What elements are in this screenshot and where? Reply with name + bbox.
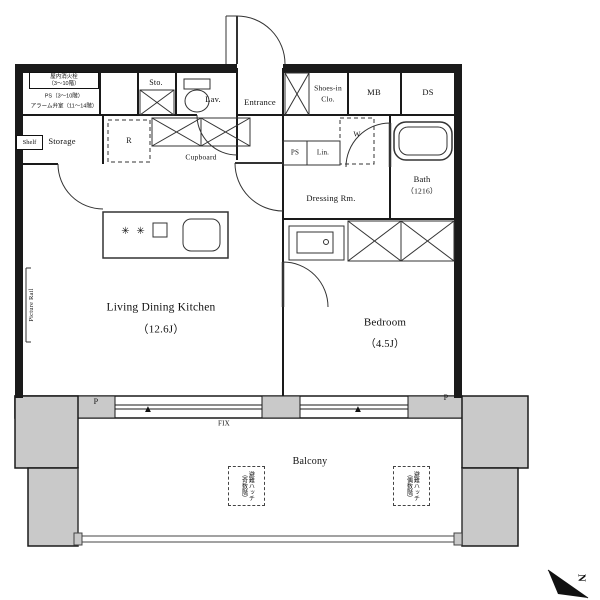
refrigerator-label: R — [126, 136, 132, 145]
kitchen-sink — [182, 218, 221, 252]
outer-walls — [15, 64, 462, 398]
bedroom-size-label: （4.5J） — [365, 338, 405, 350]
bath-door — [345, 122, 392, 168]
shoes-closet-label-line2: Clo. — [321, 94, 335, 104]
bathtub-icon — [393, 121, 453, 161]
fire-hydrant-label-line1: 屋内消火栓 — [50, 74, 78, 81]
shelf-label: Shelf — [22, 138, 37, 146]
entrance-label: Entrance — [244, 96, 276, 107]
balcony-structure — [14, 395, 529, 547]
bedroom-door — [281, 261, 329, 308]
vanity-counter — [288, 225, 345, 261]
dressing-room-label: Dressing Rm. — [306, 192, 356, 203]
escape-hatch-even-label: 避難ハッチ（偶数階） — [405, 471, 419, 501]
compass-north-label: N — [575, 573, 588, 583]
stove-burner-icon: ✳ ✳ — [121, 226, 147, 237]
kitchen-counter — [102, 211, 229, 259]
pillar-right-label: P — [443, 393, 449, 402]
refrigerator-space — [107, 119, 151, 163]
cupboard-label: Cupboard — [185, 152, 217, 162]
bedroom-label: Bedroom — [363, 316, 407, 329]
shelf-box: Shelf — [16, 135, 43, 150]
duct-space-label: DS — [422, 86, 434, 97]
storage-door — [57, 163, 104, 210]
fixtures — [25, 15, 455, 343]
pipe-space-label: PS — [290, 148, 300, 157]
shoes-closet — [284, 72, 310, 116]
linen-label: Lin. — [316, 148, 330, 157]
washer-space — [339, 117, 375, 165]
fire-hydrant-box: 屋内消火栓 （3〜10階） — [29, 72, 99, 89]
meter-box-label: MB — [367, 86, 381, 97]
bath-label: Bath — [413, 173, 431, 184]
pillar-left-label: P — [93, 397, 99, 406]
hall-door — [234, 162, 284, 212]
balcony-outline — [73, 468, 463, 546]
bath-size-label: （1216） — [406, 186, 438, 196]
interior-walls — [22, 68, 455, 396]
washer-label: W — [353, 129, 361, 139]
picture-rail-line — [25, 267, 31, 343]
doors — [57, 15, 392, 308]
escape-hatch-even: 避難ハッチ（偶数階） — [393, 466, 430, 506]
ldk-size-label: （12.6J） — [137, 323, 185, 336]
lavatory-door — [196, 114, 238, 156]
storage-top-label: Sto. — [149, 78, 163, 87]
storage-label: Storage — [48, 135, 76, 146]
linen-box — [306, 140, 341, 166]
ldk-label: Living Dining Kitchen — [106, 301, 216, 314]
ps-shaft-label: PS（3〜10階） — [44, 93, 84, 100]
shoes-closet-label-line1: Shoes-in — [314, 83, 342, 93]
entrance-door — [236, 15, 286, 65]
lavatory-label: Lav. — [205, 93, 221, 104]
escape-hatch-odd-label: 避難ハッチ（奇数階） — [240, 471, 254, 501]
fire-hydrant-label-line2: （3〜10階） — [48, 80, 80, 87]
compass-arrow-icon — [547, 569, 589, 599]
picture-rail-label: Picture Rail — [27, 288, 35, 322]
lower-wall-band — [14, 395, 463, 419]
toilet-icon — [183, 78, 211, 113]
window-marker-right-icon: ▲ — [352, 404, 364, 415]
alarm-room-label: アラーム弁室（11〜14階） — [30, 103, 98, 110]
fix-window-label: FIX — [218, 419, 230, 428]
balcony-label: Balcony — [292, 456, 328, 467]
storage-top-closet — [139, 89, 175, 116]
window-marker-left-icon: ▲ — [142, 404, 154, 415]
escape-hatch-odd: 避難ハッチ（奇数階） — [228, 466, 265, 506]
